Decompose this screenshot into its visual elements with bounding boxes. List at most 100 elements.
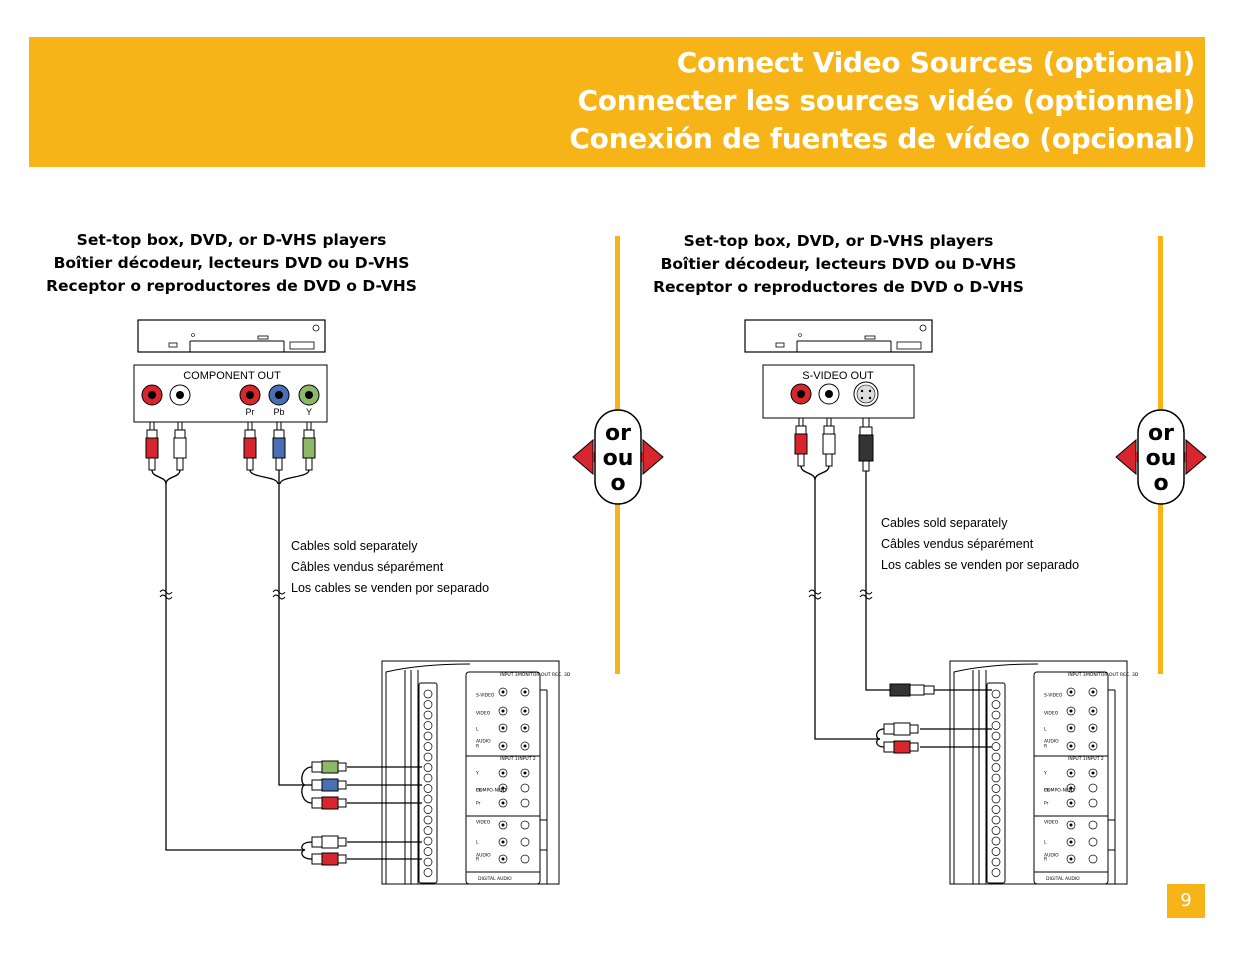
component-out-label: COMPONENT OUT — [183, 370, 281, 382]
or-es-right: o — [1153, 471, 1168, 496]
tv-jack-center — [1069, 786, 1073, 790]
tv-jack-center-2 — [1091, 726, 1095, 730]
tv-jack-center — [501, 726, 505, 730]
tv-jack-center — [1069, 823, 1073, 827]
tv-port-label: AUDIO — [476, 853, 491, 859]
tv-column-head: MONITOR OUT REC. 3D — [1086, 672, 1139, 678]
tv-column-head: INPUT 2 — [1086, 756, 1104, 762]
tv-jack-center-2 — [1091, 690, 1095, 694]
or-badge-right: or ou o — [1115, 409, 1207, 505]
tv-side-jack — [991, 700, 1001, 709]
tv-jack-center — [501, 857, 505, 861]
left-heading-es: Receptor o reproductores de DVD o D-VHS — [46, 277, 417, 295]
left-settop-box — [137, 319, 326, 353]
page-number: 9 — [1167, 884, 1205, 918]
tv-port-label: R — [1044, 744, 1047, 750]
tv-jack-center — [1069, 690, 1073, 694]
title-banner — [29, 37, 1205, 167]
tv-jack-center — [501, 771, 505, 775]
tv-side-jack — [991, 721, 1001, 730]
tv-jack-center-2 — [1091, 744, 1095, 748]
or-fr-right: ou — [1146, 446, 1177, 471]
or-badge-left: or ou o — [572, 409, 664, 505]
tv-jack-center — [501, 690, 505, 694]
tv-port-label: R — [1044, 857, 1047, 863]
tv-column-head: INPUT 3 — [1068, 672, 1086, 678]
tv-input-jack-2 — [520, 854, 530, 864]
tv-side-jack — [991, 847, 1001, 856]
tv-side-jack — [991, 868, 1001, 877]
title-french: Connecter les sources vidéo (optionnel) — [577, 84, 1195, 117]
tv-input-jack-2 — [1088, 820, 1098, 830]
tv-side-jack — [991, 742, 1001, 751]
tv-side-jack — [991, 805, 1001, 814]
right-cables — [800, 465, 992, 748]
tv-side-jack — [991, 731, 1001, 741]
tv-input-jack-2 — [1088, 854, 1098, 864]
left-break-marks — [159, 589, 286, 600]
right-break-marks — [808, 589, 873, 600]
left-tv-panel — [381, 660, 560, 885]
tv-port-label: L — [1044, 727, 1047, 733]
tv-jack-center — [1069, 801, 1073, 805]
tv-side-jack — [423, 784, 433, 793]
tv-jack-center-2 — [523, 726, 527, 730]
tv-side-jack — [423, 689, 433, 699]
left-port-panel: COMPONENT OUT Pr Pb Y — [133, 364, 328, 423]
right-port-panel: S-VIDEO OUT — [762, 364, 915, 419]
left-cables — [151, 469, 422, 860]
tv-port-label: AUDIO — [1044, 739, 1059, 745]
tv-jack-center-2 — [523, 709, 527, 713]
tv-jack-center — [1069, 709, 1073, 713]
right-cables-note: Cables sold separately Câbles vendus sép… — [881, 513, 1079, 576]
tv-port-label: COMPO-NENT — [1044, 788, 1075, 794]
left-plugs-top — [145, 421, 316, 471]
right-heading-es: Receptor o reproductores de DVD o D-VHS — [653, 278, 1024, 296]
left-heading: Set-top box, DVD, or D-VHS players Boîti… — [40, 229, 423, 298]
tv-jack-center-2 — [523, 771, 527, 775]
left-heading-en: Set-top box, DVD, or D-VHS players — [76, 231, 387, 249]
tv-input-jack-2 — [520, 820, 530, 830]
tv-jack-center — [1069, 771, 1073, 775]
tv-input-jack-2 — [520, 837, 530, 847]
tv-side-jack — [991, 794, 1001, 804]
right-tv-labels: S-VIDEOVIDEOLAUDIORYCOMPO-NENTPbPrVIDEOL… — [1043, 672, 1139, 882]
left-cables-fr: Câbles vendus séparément — [291, 560, 444, 574]
tv-column-head: INPUT 1 — [500, 756, 518, 762]
tv-side-jack — [423, 868, 433, 877]
tv-side-jack — [991, 857, 1001, 867]
tv-side-jack — [991, 784, 1001, 793]
tv-jack-center — [1069, 840, 1073, 844]
tv-port-label: L — [476, 840, 479, 846]
tv-side-jack — [423, 805, 433, 814]
tv-jack-center-2 — [523, 690, 527, 694]
tv-side-jack — [423, 836, 433, 846]
right-cables-en: Cables sold separately — [881, 516, 1008, 530]
tv-side-jack — [991, 763, 1001, 772]
tv-input-jack-2 — [1088, 798, 1098, 808]
left-cables-en: Cables sold separately — [291, 539, 418, 553]
tv-side-jack — [423, 763, 433, 772]
tv-port-label: L — [476, 727, 479, 733]
tv-jack-center-2 — [523, 744, 527, 748]
tv-side-jack — [991, 710, 1001, 720]
tv-digital-audio-label: DIGITAL AUDIO — [478, 876, 512, 882]
tv-port-label: VIDEO — [1044, 711, 1059, 717]
right-cables-es: Los cables se venden por separado — [881, 558, 1080, 572]
tv-input-jack-2 — [520, 798, 530, 808]
right-plugs-top — [794, 417, 874, 472]
tv-side-jack — [423, 752, 433, 762]
tv-digital-audio-label: DIGITAL AUDIO — [1046, 876, 1080, 882]
tv-port-label: Y — [1043, 771, 1047, 777]
or-fr: ou — [603, 446, 634, 471]
tv-column-head: INPUT 2 — [518, 756, 536, 762]
tv-jack-center — [501, 786, 505, 790]
right-heading: Set-top box, DVD, or D-VHS players Boîti… — [646, 230, 1031, 299]
tv-side-jack — [423, 710, 433, 720]
tv-jack-center-2 — [1091, 709, 1095, 713]
tv-port-label: Y — [475, 771, 479, 777]
tv-column-head: INPUT 3 — [500, 672, 518, 678]
tv-jack-center — [501, 709, 505, 713]
tv-port-label: Pb — [1044, 788, 1050, 794]
